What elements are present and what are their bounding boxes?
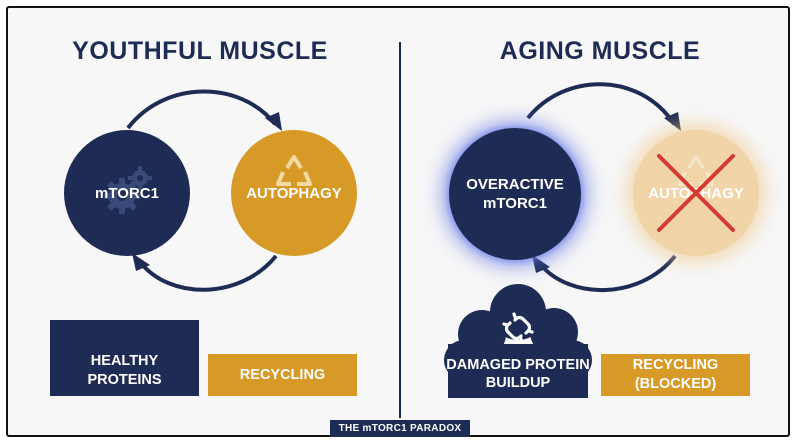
arrowhead-top-left (265, 112, 282, 131)
cloud-icon (444, 284, 592, 398)
arrow-top-left (126, 89, 277, 130)
healthy-proteins-box: HEALTHY PROTEINS (50, 320, 199, 396)
mtorc1-label: mTORC1 (95, 184, 159, 202)
healthy-proteins-label: HEALTHY PROTEINS (87, 353, 162, 388)
cross-icon (657, 154, 735, 232)
damaged-protein-label: DAMAGED PROTEIN BUILDUP (446, 357, 590, 391)
recycling-box: RECYCLING (208, 354, 357, 396)
recycle-icon (276, 155, 312, 186)
aging-muscle-title: AGING MUSCLE (499, 37, 701, 65)
broken-chain-icon (502, 312, 534, 344)
youthful-muscle-title: YOUTHFUL MUSCLE (72, 37, 328, 65)
blocked-autophagy-circle: AUTOPHAGY (633, 130, 759, 256)
recycling-blocked-label: RECYCLING (BLOCKED) (632, 357, 719, 392)
mtorc1-circle: mTORC1 (64, 130, 190, 256)
damaged-protein-cloud: DAMAGED PROTEIN BUILDUP (442, 282, 594, 398)
recycling-blocked-box: RECYCLING (BLOCKED) (601, 354, 750, 396)
autophagy-circle: AUTOPHAGY (231, 130, 357, 256)
arrow-bottom-left (138, 254, 278, 292)
arrowhead-top-right (664, 112, 681, 131)
gear-icon (104, 166, 152, 214)
footer-caption: THE mTORC1 PARADOX (330, 420, 470, 437)
overactive-mtorc1-circle: OVERACTIVE mTORC1 (449, 128, 581, 260)
arrowhead-bottom-left (132, 253, 150, 271)
autophagy-label: AUTOPHAGY (246, 184, 342, 202)
arrowhead-bottom-right (532, 255, 550, 273)
overactive-mtorc1-label: OVERACTIVE mTORC1 (466, 176, 564, 212)
arrow-top-right (526, 82, 676, 126)
arrow-bottom-right (538, 254, 677, 292)
center-divider (399, 42, 401, 418)
recycling-label: RECYCLING (239, 366, 326, 383)
